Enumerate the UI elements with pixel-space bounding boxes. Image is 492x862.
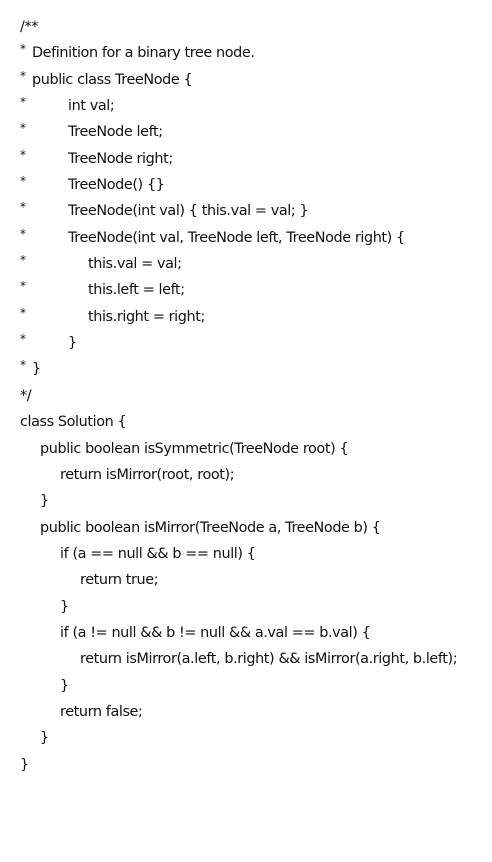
code-line-24: if (a != null && b != null && a.val == b… xyxy=(60,624,371,641)
comment-star: * xyxy=(20,305,26,320)
comment-star: * xyxy=(20,332,26,347)
comment-star: * xyxy=(20,253,26,268)
code-line-27: return false; xyxy=(60,703,143,720)
code-line-9: *TreeNode(int val, TreeNode left, TreeNo… xyxy=(20,226,405,246)
code-line-16: class Solution { xyxy=(20,414,127,431)
code-line-15: */ xyxy=(20,387,32,404)
code-line-18: return isMirror(root, root); xyxy=(60,466,235,483)
code-line-28: } xyxy=(40,730,49,747)
code-line-6: *TreeNode right; xyxy=(20,147,173,167)
code-line-2: *Definition for a binary tree node. xyxy=(20,42,255,62)
comment-star: * xyxy=(20,200,26,215)
code-line-11: *this.left = left; xyxy=(20,279,185,299)
code-line-29: } xyxy=(20,756,29,773)
code-line-21: if (a == null && b == null) { xyxy=(60,545,256,562)
code-line-14: *} xyxy=(20,358,41,378)
code-line-4: *int val; xyxy=(20,95,115,115)
comment-star: * xyxy=(20,68,26,83)
comment-star: * xyxy=(20,42,26,57)
code-line-26: } xyxy=(60,677,69,694)
code-line-1: /** xyxy=(20,19,39,35)
comment-star: * xyxy=(20,226,26,241)
code-block: /** *Definition for a binary tree node. … xyxy=(20,14,488,778)
code-line-17: public boolean isSymmetric(TreeNode root… xyxy=(40,440,349,457)
code-line-3: *public class TreeNode { xyxy=(20,68,193,88)
code-line-22: return true; xyxy=(80,572,159,589)
code-line-5: *TreeNode left; xyxy=(20,121,163,141)
code-line-13: *} xyxy=(20,332,77,352)
code-line-12: *this.right = right; xyxy=(20,305,205,325)
comment-star: * xyxy=(20,174,26,189)
comment-star: * xyxy=(20,279,26,294)
code-line-25: return isMirror(a.left, b.right) && isMi… xyxy=(80,651,458,668)
code-line-8: *TreeNode(int val) { this.val = val; } xyxy=(20,200,309,220)
comment-star: * xyxy=(20,358,26,373)
comment-star: * xyxy=(20,147,26,162)
code-line-20: public boolean isMirror(TreeNode a, Tree… xyxy=(40,519,381,536)
comment-star: * xyxy=(20,121,26,136)
code-line-23: } xyxy=(60,598,69,615)
comment-star: * xyxy=(20,95,26,110)
code-line-7: *TreeNode() {} xyxy=(20,174,165,194)
code-line-19: } xyxy=(40,493,49,510)
code-line-10: *this.val = val; xyxy=(20,253,182,273)
